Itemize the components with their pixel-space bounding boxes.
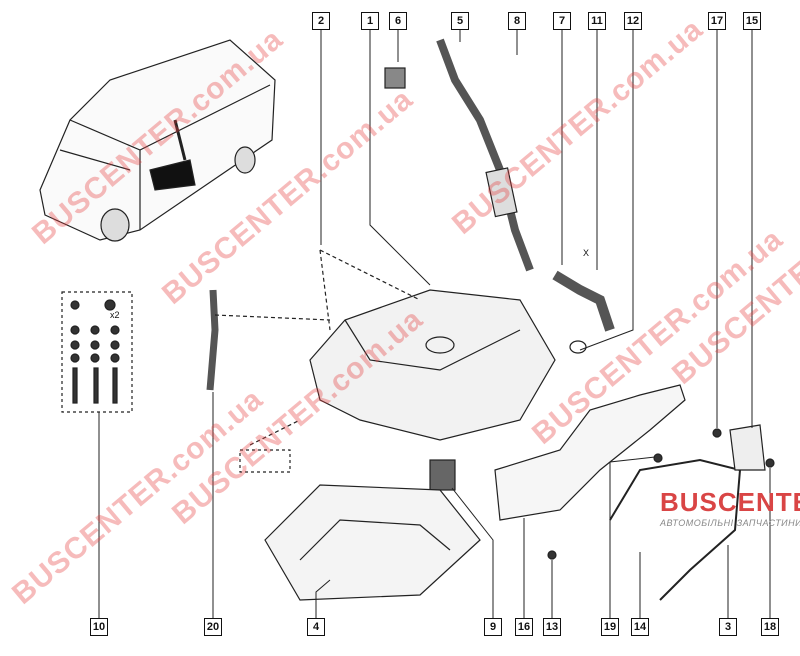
van-illustration — [39, 39, 276, 242]
callout-11: 11 — [588, 12, 606, 30]
callout-2: 2 — [312, 12, 330, 30]
callout-20: 20 — [204, 618, 222, 636]
quantity-note: x2 — [110, 310, 120, 320]
callout-13: 13 — [543, 618, 561, 636]
logo-name: BUSCENTER — [660, 487, 800, 517]
callout-14: 14 — [631, 618, 649, 636]
callout-3: 3 — [719, 618, 737, 636]
buscenter-logo: BUSCENTER АВТОМОБІЛЬНІ ЗАПЧАСТИНИ — [660, 487, 800, 528]
callout-15: 15 — [743, 12, 761, 30]
callout-18: 18 — [761, 618, 779, 636]
callout-19: 19 — [601, 618, 619, 636]
callout-7: 7 — [553, 12, 571, 30]
callout-4: 4 — [307, 618, 325, 636]
leader-lines — [98, 29, 771, 618]
fasteners — [70, 299, 120, 404]
callout-16: 16 — [515, 618, 533, 636]
callout-17: 17 — [708, 12, 726, 30]
callout-12: 12 — [624, 12, 642, 30]
logo-tagline: АВТОМОБІЛЬНІ ЗАПЧАСТИНИ — [660, 518, 800, 528]
callout-8: 8 — [508, 12, 526, 30]
callout-9: 9 — [484, 618, 502, 636]
detail-mark: X — [583, 248, 590, 258]
callout-10: 10 — [90, 618, 108, 636]
callout-5: 5 — [451, 12, 469, 30]
callout-6: 6 — [389, 12, 407, 30]
callout-1: 1 — [361, 12, 379, 30]
